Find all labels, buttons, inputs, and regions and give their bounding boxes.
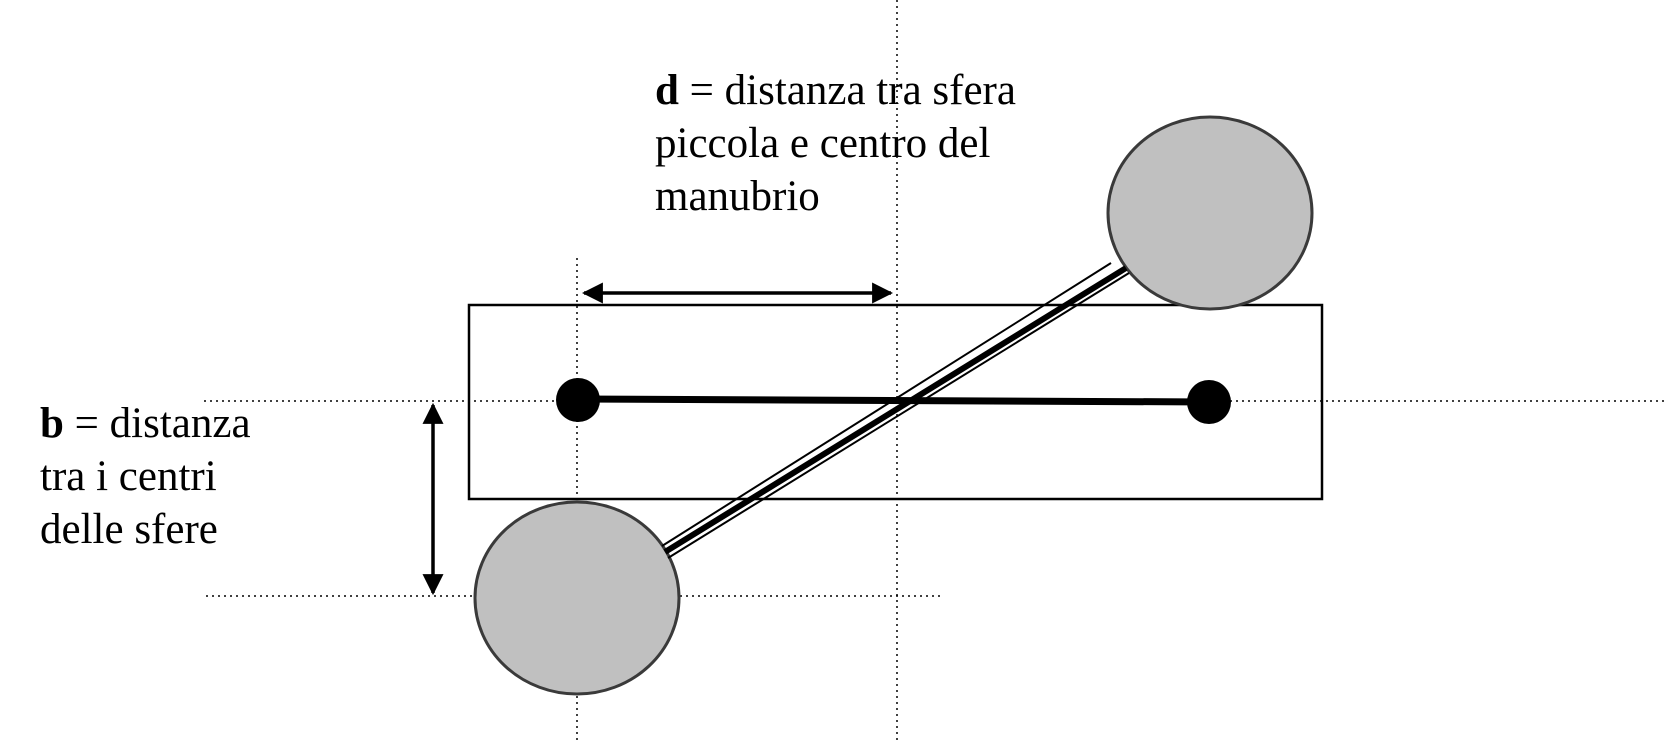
- distance-b-label-line1: b = distanza: [40, 397, 251, 450]
- distance-d-text-line3: manubrio: [655, 173, 820, 220]
- rod-line-outer-a: [661, 262, 1112, 547]
- distance-b-text-line3: delle sfere: [40, 506, 218, 553]
- large-sphere-bottom: [473, 500, 681, 696]
- distance-d-label: d = distanza tra sfera piccola e centro …: [655, 64, 1016, 223]
- small-sphere-right: [1187, 380, 1231, 424]
- distance-d-symbol: d: [655, 67, 679, 114]
- distance-d-label-line1: d = distanza tra sfera: [655, 64, 1016, 117]
- balance-frame: [467, 303, 1324, 501]
- distance-b-text-line1: = distanza: [63, 400, 251, 447]
- distance-b-label: b = distanza tra i centri delle sfere: [40, 397, 251, 556]
- rod-line-center: [663, 265, 1128, 555]
- large-sphere-top: [1106, 115, 1314, 311]
- large-spheres-rod: [661, 262, 1130, 559]
- distance-b-text-line2: tra i centri: [40, 453, 217, 500]
- rod-line-outer-b: [667, 272, 1130, 559]
- distance-b-symbol: b: [40, 400, 64, 447]
- distance-d-text-line1: = distanza tra sfera: [678, 67, 1016, 114]
- dumbbell-bar: [577, 395, 1210, 406]
- small-sphere-left: [556, 378, 600, 422]
- distance-d-text-line2: piccola e centro del: [655, 120, 991, 167]
